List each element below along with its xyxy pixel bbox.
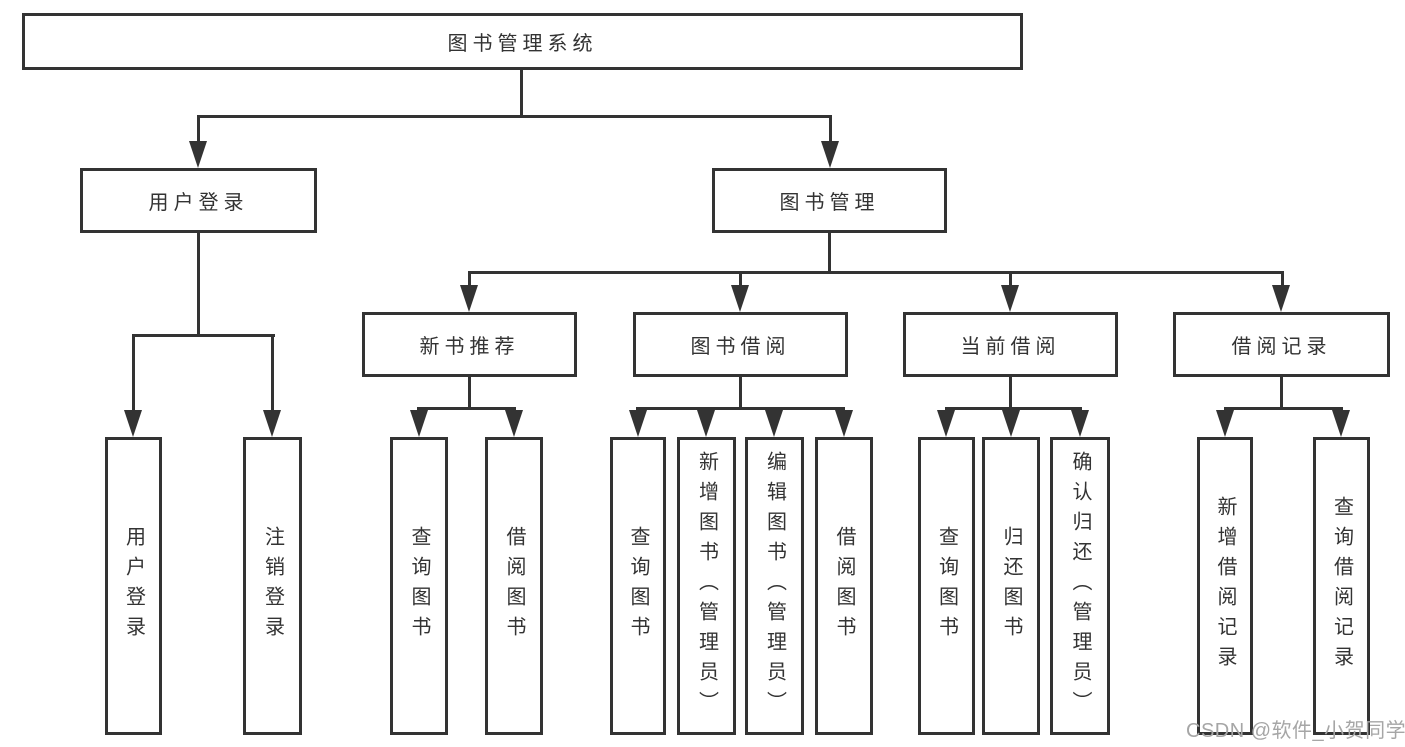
node-label: 新书推荐 (419, 336, 520, 358)
arrowhead-down-icon (821, 141, 839, 168)
connector-vline (132, 334, 135, 412)
arrowhead-down-icon (629, 410, 647, 437)
connector-vline (468, 375, 471, 410)
arrowhead-down-icon (505, 410, 523, 437)
leaf-edit-books-admin: 编辑图书（管理员） (745, 437, 804, 735)
leaf-label: 查询图书 (935, 526, 958, 646)
leaf-return-books: 归还图书 (982, 437, 1040, 735)
arrowhead-down-icon (189, 141, 207, 168)
node-label: 当前借阅 (960, 336, 1061, 358)
connector-vline (1009, 375, 1012, 410)
connector-vline (468, 271, 471, 291)
connector-vline (197, 115, 200, 145)
leaf-label: 查询图书 (408, 526, 430, 646)
connector-hline (417, 407, 516, 410)
node-label: 借阅记录 (1231, 336, 1332, 358)
arrowhead-down-icon (1332, 410, 1350, 437)
leaf-label: 借阅图书 (833, 526, 855, 646)
connector-vline (1280, 375, 1283, 410)
connector-vline (739, 271, 742, 291)
arrowhead-down-icon (410, 410, 428, 437)
node-label: 用户登录 (148, 192, 249, 214)
node-label: 图书借阅 (690, 336, 791, 358)
leaf-add-books-admin: 新增图书（管理员） (677, 437, 736, 735)
leaf-label: 确认归还（管理员） (1069, 451, 1091, 721)
connector-hline (468, 271, 1284, 274)
connector-vline (197, 231, 200, 337)
connector-hline (1224, 407, 1343, 410)
leaf-query-books-current: 查询图书 (918, 437, 975, 735)
leaf-confirm-return-admin: 确认归还（管理员） (1050, 437, 1110, 735)
arrowhead-down-icon (937, 410, 955, 437)
leaf-query-borrow-record: 查询借阅记录 (1313, 437, 1370, 735)
leaf-query-books-recommend: 查询图书 (390, 437, 448, 735)
node-book-management: 图书管理 (712, 168, 947, 233)
connector-vline (829, 115, 832, 145)
leaf-borrow-books-recommend: 借阅图书 (485, 437, 543, 735)
node-library-management-system: 图书管理系统 (22, 13, 1023, 70)
arrowhead-down-icon (263, 410, 281, 437)
leaf-label: 归还图书 (1000, 526, 1022, 646)
connector-vline (520, 67, 523, 118)
connector-vline (739, 375, 742, 410)
arrowhead-down-icon (765, 410, 783, 437)
leaf-query-books-borrowing: 查询图书 (610, 437, 666, 735)
connector-vline (828, 231, 831, 274)
connector-hline (132, 334, 275, 337)
arrowhead-down-icon (1216, 410, 1234, 437)
connector-vline (271, 334, 274, 412)
leaf-label: 新增借阅记录 (1214, 496, 1236, 676)
arrowhead-down-icon (835, 410, 853, 437)
arrowhead-down-icon (1071, 410, 1089, 437)
leaf-label: 注销登录 (261, 526, 284, 646)
arrowhead-down-icon (460, 285, 478, 312)
connector-hline (945, 407, 1082, 410)
leaf-label: 编辑图书（管理员） (763, 451, 786, 721)
node-book-borrowing: 图书借阅 (633, 312, 848, 377)
leaf-label: 借阅图书 (503, 526, 525, 646)
connector-vline (1009, 271, 1012, 291)
arrowhead-down-icon (1272, 285, 1290, 312)
node-borrowing-records: 借阅记录 (1173, 312, 1390, 377)
connector-hline (197, 115, 832, 118)
arrowhead-down-icon (1002, 410, 1020, 437)
leaf-borrow-books: 借阅图书 (815, 437, 873, 735)
connector-vline (1281, 271, 1284, 291)
node-user-login: 用户登录 (80, 168, 317, 233)
node-new-book-recommendation: 新书推荐 (362, 312, 577, 377)
leaf-label: 新增图书（管理员） (695, 451, 718, 721)
leaf-label: 用户登录 (122, 526, 145, 646)
leaf-add-borrow-record: 新增借阅记录 (1197, 437, 1253, 735)
csdn-watermark: CSDN @软件_小贺同学 (1186, 720, 1405, 742)
arrowhead-down-icon (1001, 285, 1019, 312)
arrowhead-down-icon (697, 410, 715, 437)
connector-hline (636, 407, 845, 410)
arrowhead-down-icon (731, 285, 749, 312)
leaf-user-login: 用户登录 (105, 437, 162, 735)
arrowhead-down-icon (124, 410, 142, 437)
node-label: 图书管理 (779, 192, 880, 214)
leaf-label: 查询借阅记录 (1330, 496, 1353, 676)
node-current-borrowing: 当前借阅 (903, 312, 1118, 377)
node-label: 图书管理系统 (447, 33, 598, 55)
leaf-logout: 注销登录 (243, 437, 302, 735)
leaf-label: 查询图书 (627, 526, 649, 646)
